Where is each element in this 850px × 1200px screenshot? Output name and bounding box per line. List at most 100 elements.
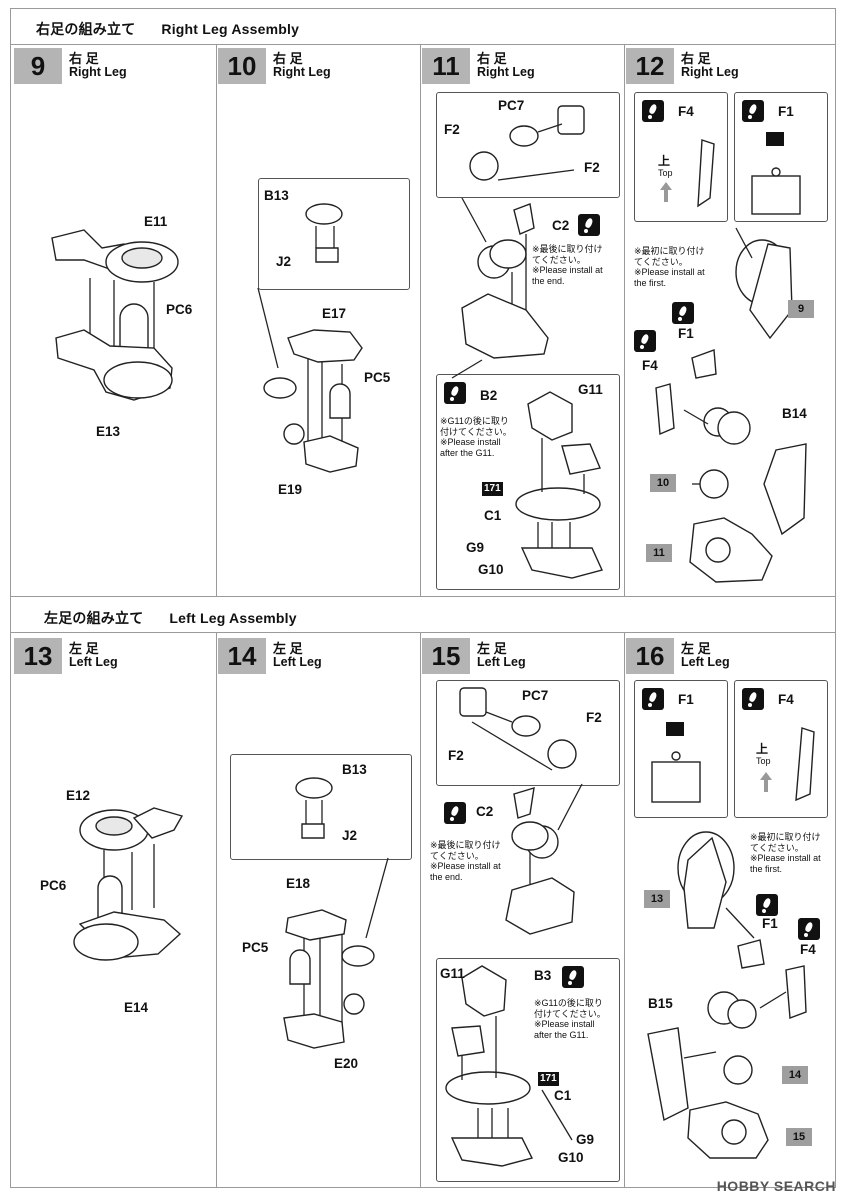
install-note: ※最初に取り付け てください。 ※Please install at the f…	[634, 246, 705, 288]
part-label: B14	[782, 406, 807, 421]
top-label-jp: 上	[756, 742, 769, 756]
step-title-en: Right Leg	[273, 65, 331, 79]
part-label: G10	[558, 1150, 584, 1165]
divider	[10, 44, 836, 45]
ref-step-tag: 9	[788, 300, 814, 318]
step-number: 15	[422, 638, 470, 674]
ref-step-tag: 13	[644, 890, 670, 908]
divider	[420, 632, 421, 1188]
part-label: PC7	[522, 688, 549, 703]
divider	[216, 44, 217, 596]
top-label-en: Top	[658, 168, 673, 178]
step-16: 16 左 足 Left Leg F1 F4 上 Top ※最初に取り付け てくだ…	[626, 638, 832, 1168]
top-label-en: Top	[756, 756, 771, 766]
step-12: 12 右 足 Right Leg F4 F1 上 Top ※最初に取り付け てく…	[626, 48, 832, 593]
divider	[624, 44, 625, 596]
paint-icon	[742, 688, 764, 710]
step-title-en: Left Leg	[273, 655, 322, 669]
step-number: 16	[626, 638, 674, 674]
divider	[10, 596, 836, 597]
part-label: J2	[342, 828, 358, 843]
step-title-jp: 右 足	[273, 51, 303, 66]
part-label: G11	[578, 382, 603, 397]
color-tag: 171	[538, 1072, 559, 1086]
part-label: PC5	[364, 370, 391, 385]
install-note: ※G11の後に取り 付けてください。 ※Please install after…	[440, 416, 512, 458]
step-9: 9 右 足 Right Leg E11 PC6 E13	[14, 48, 214, 593]
part-label: E18	[286, 876, 311, 891]
step-title-jp: 左 足	[69, 641, 99, 656]
part-label: B3	[534, 968, 552, 983]
ref-step-tag: 14	[782, 1066, 808, 1084]
part-label: G10	[478, 562, 504, 577]
page-border	[10, 8, 836, 1188]
install-note: ※最後に取り付け てください。 ※Please install at the e…	[532, 244, 603, 286]
step-12-diagram	[655, 132, 807, 583]
color-tag: 171	[482, 482, 503, 496]
part-label: C1	[554, 1088, 572, 1103]
part-label: E14	[124, 1000, 149, 1015]
divider	[420, 44, 421, 596]
paint-icon	[742, 100, 764, 122]
step-number: 10	[218, 48, 266, 84]
part-label: C1	[484, 508, 502, 523]
part-label: F4	[800, 942, 816, 957]
paint-icon	[444, 382, 466, 404]
step-number: 12	[626, 48, 674, 84]
step-16-diagram	[647, 722, 815, 1159]
divider	[216, 632, 217, 1188]
step-15-diagram	[445, 687, 583, 1167]
part-label: E20	[334, 1056, 359, 1071]
top-label-jp: 上	[658, 154, 671, 168]
step-title-jp: 右 足	[681, 51, 711, 66]
step-title-en: Right Leg	[69, 65, 127, 79]
part-label: J2	[276, 254, 292, 269]
step-title-en: Left Leg	[681, 655, 730, 669]
step-13-diagram	[73, 807, 184, 961]
step-title-jp: 右 足	[69, 51, 99, 66]
step-number: 13	[14, 638, 62, 674]
part-label: F1	[678, 692, 694, 707]
part-label: F1	[678, 326, 694, 341]
part-label: E17	[322, 306, 347, 321]
part-label: C2	[552, 218, 570, 233]
part-label: F4	[642, 358, 658, 373]
part-label: G9	[576, 1132, 595, 1147]
paint-icon	[798, 918, 820, 940]
part-label: F2	[586, 710, 602, 725]
part-label: F2	[448, 748, 464, 763]
part-label: B2	[480, 388, 498, 403]
watermark: HOBBY SEARCH	[716, 1178, 836, 1194]
part-label: E19	[278, 482, 303, 497]
paint-icon	[642, 100, 664, 122]
step-title-jp: 右 足	[477, 51, 507, 66]
step-number: 11	[422, 48, 470, 84]
step-11: 11 右 足 Right Leg PC7 F2 F2 C2 ※最後に取り付け て…	[422, 48, 622, 593]
step-10-diagram	[257, 203, 363, 473]
part-label: C2	[476, 804, 494, 819]
part-label: E12	[66, 788, 91, 803]
part-label: PC5	[242, 940, 269, 955]
part-label: B15	[648, 996, 673, 1011]
part-label: PC7	[498, 98, 525, 113]
part-label: F4	[778, 692, 794, 707]
part-label: B13	[342, 762, 367, 777]
part-label: E11	[144, 214, 168, 229]
part-label: G9	[466, 540, 485, 555]
part-label: E13	[96, 424, 121, 439]
part-label: B13	[264, 188, 289, 203]
step-title-en: Left Leg	[69, 655, 118, 669]
step-title-en: Left Leg	[477, 655, 526, 669]
ref-step-tag: 11	[646, 544, 672, 562]
install-note: ※最後に取り付け てください。 ※Please install at the e…	[430, 840, 501, 882]
paint-icon	[642, 688, 664, 710]
step-title-jp: 左 足	[477, 641, 507, 656]
step-9-diagram	[51, 229, 179, 401]
step-title-jp: 左 足	[273, 641, 303, 656]
paint-icon	[444, 802, 466, 824]
step-10: 10 右 足 Right Leg B13 J2 E17 PC5 E19	[218, 48, 418, 593]
step-14-diagram	[283, 777, 389, 1049]
paint-icon	[756, 894, 778, 916]
part-label: PC6	[166, 302, 193, 317]
